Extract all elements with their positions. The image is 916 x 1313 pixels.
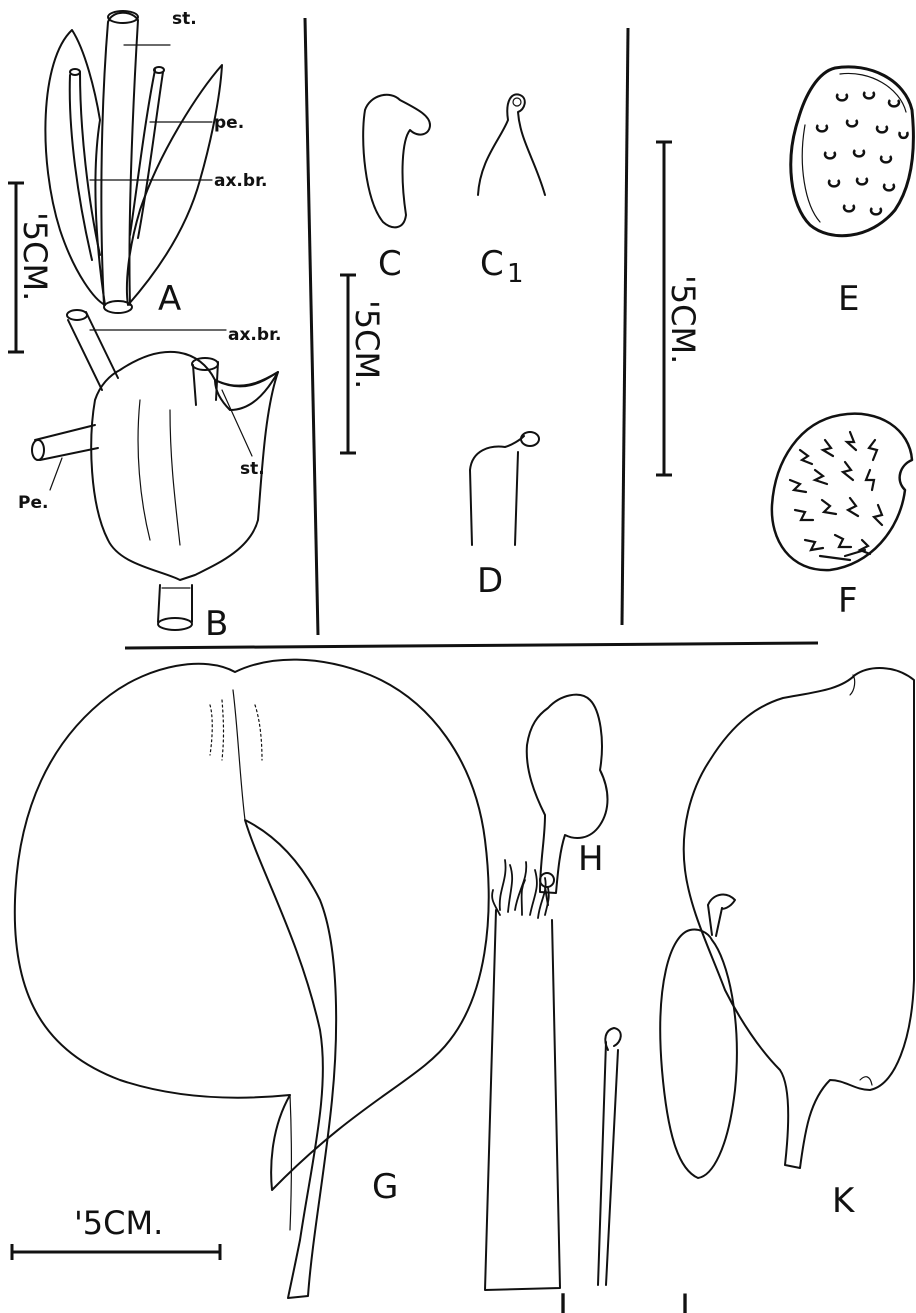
figure-k-drawing bbox=[684, 668, 914, 1168]
divider-vertical-left bbox=[305, 18, 318, 635]
figure-a-drawing bbox=[45, 11, 222, 313]
figure-label-c1: C bbox=[480, 244, 504, 284]
figure-e-drawing bbox=[791, 67, 914, 236]
figure-label-e: E bbox=[838, 279, 859, 319]
figure-label-g: G bbox=[372, 1167, 398, 1207]
scale-label-ef: '5CM. bbox=[664, 275, 702, 364]
figure-j-drawing bbox=[660, 895, 737, 1178]
part-label-st-b: st. bbox=[240, 459, 265, 479]
figure-label-i: I bbox=[558, 1287, 568, 1313]
part-label-axbr-b: ax.br. bbox=[228, 325, 281, 345]
figure-i-drawing bbox=[485, 860, 621, 1290]
figure-label-k: K bbox=[832, 1181, 856, 1221]
scale-label-g: '5CM. bbox=[74, 1204, 163, 1242]
part-label-st-a: st. bbox=[172, 9, 197, 29]
figure-label-f: F bbox=[838, 581, 858, 621]
figure-label-c1-subscript: 1 bbox=[507, 259, 524, 289]
figure-label-c: C bbox=[378, 244, 402, 284]
figure-g-drawing bbox=[15, 660, 489, 1298]
figure-label-d: D bbox=[477, 561, 503, 601]
part-label-axbr-a: ax.br. bbox=[214, 171, 267, 191]
scale-bar-cd: '5CM. bbox=[340, 275, 386, 453]
figure-c-drawing bbox=[363, 95, 430, 228]
divider-horizontal bbox=[125, 643, 818, 648]
scale-bar-ab: '5CM. bbox=[8, 183, 54, 352]
figure-f-drawing bbox=[772, 414, 912, 570]
figure-d-drawing bbox=[470, 432, 539, 545]
part-label-pe-b: Pe. bbox=[18, 493, 48, 513]
scale-label-cd: '5CM. bbox=[348, 300, 386, 389]
figure-label-j: J bbox=[678, 1287, 690, 1313]
figure-label-b: B bbox=[205, 604, 228, 644]
figure-c1-drawing bbox=[478, 94, 545, 195]
scale-label-ab: '5CM. bbox=[16, 212, 54, 301]
figure-label-a: A bbox=[158, 279, 181, 319]
scale-bar-ef: '5CM. bbox=[656, 142, 702, 475]
divider-vertical-right bbox=[622, 28, 628, 625]
figure-label-h: H bbox=[578, 839, 604, 879]
scale-bar-g: '5CM. bbox=[12, 1204, 220, 1260]
part-label-pe-a: pe. bbox=[214, 113, 244, 133]
